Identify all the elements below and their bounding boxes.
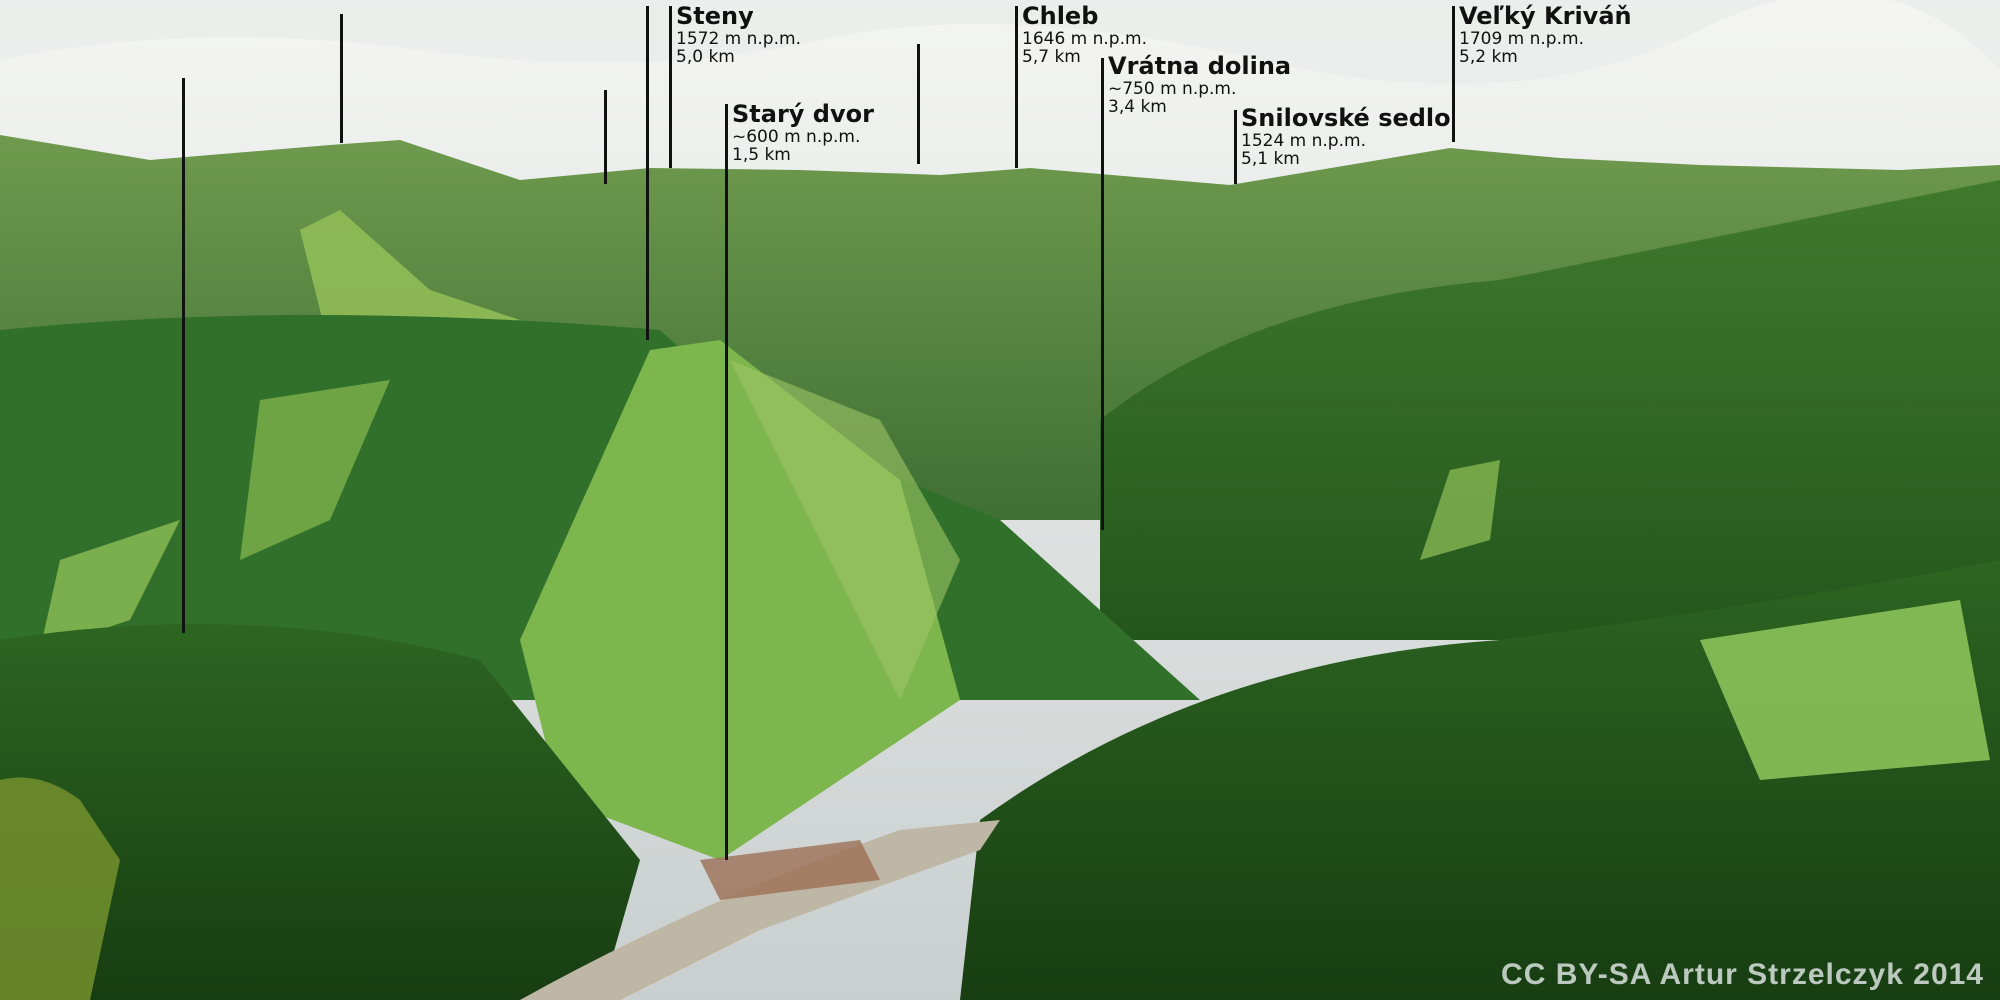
peak-distance: 5,0 km [676,47,735,68]
peak-text: Vrátna dolina~750 m n.p.m.3,4 km [1108,52,1292,118]
peak-name: Vrátna dolina [1108,52,1292,80]
right-slope [1100,180,2000,640]
peak-elevation: 1524 m n.p.m. [1241,130,1366,151]
pointer-line [669,6,672,168]
peak-text: Starý dvor~600 m n.p.m.1,5 km [732,100,874,166]
peak-elevation: ~600 m n.p.m. [732,126,861,147]
watermark: CC BY-SA Artur Strzelczyk 2014 [1501,958,1984,991]
peak-distance: 3,4 km [1108,97,1167,118]
peak-elevation: 1709 m n.p.m. [1459,28,1584,49]
pointer-line [1452,6,1455,142]
pointer-line [725,104,728,860]
peak-distance: 5,2 km [1459,47,1518,68]
peak-distance: 5,1 km [1241,149,1300,170]
peak-distance: 5,7 km [1022,47,1081,68]
peak-name: Chleb [1022,2,1099,30]
pointer-line [646,6,649,340]
pointer-line [340,14,343,143]
valley-road [520,820,1000,1000]
peak-distance: 1,5 km [732,145,791,166]
meadow [1700,600,1990,780]
peak-name: Veľký Kriváň [1459,2,1632,30]
peak-name: Steny [676,2,754,30]
pointer-line [917,44,920,164]
pointer-line [1015,6,1018,168]
foreground-forest-left [0,624,640,1000]
peak-name: Snilovské sedlo [1241,104,1451,132]
peak-elevation: 1646 m n.p.m. [1022,28,1147,49]
pointer-line [604,90,607,184]
pointer-line [1234,110,1237,184]
foreground-tree [0,777,120,1000]
pointer-line [1101,58,1104,530]
peak-elevation: ~750 m n.p.m. [1108,78,1237,99]
pointer-line [182,78,185,633]
peak-elevation: 1572 m n.p.m. [676,28,801,49]
peak-name: Starý dvor [732,100,874,128]
